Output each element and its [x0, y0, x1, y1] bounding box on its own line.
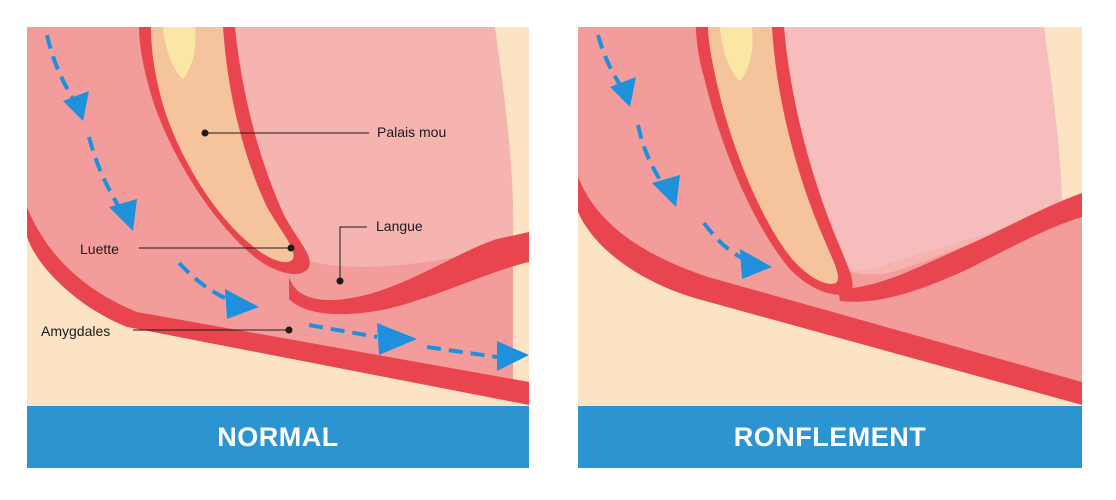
airflow-arrows [596, 34, 772, 279]
label-luette: Luette [80, 241, 119, 257]
tongue-outline [838, 193, 1082, 302]
airflow-arrows [45, 34, 529, 371]
soft-tissue [27, 27, 513, 407]
label-amygdales: Amygdales [41, 323, 111, 339]
label-langue: Langue [376, 218, 423, 234]
soft-palate-tissue [151, 27, 294, 263]
label-palais-mou: Palais mou [377, 124, 447, 140]
panel-ronflement: RONFLEMENT [578, 27, 1082, 468]
lower-background [27, 237, 529, 407]
snoring-airway-illustration [578, 27, 1082, 468]
label-leaders [133, 129, 369, 334]
pharynx-wall [578, 177, 1082, 405]
tongue [768, 27, 1062, 271]
normal-airway-illustration [27, 27, 529, 468]
bone-core [163, 27, 196, 79]
pharynx-wall [27, 207, 529, 405]
soft-palate-tissue [708, 27, 839, 284]
title-ronflement: RONFLEMENT [733, 421, 927, 452]
tongue-outline [289, 232, 529, 315]
panel-normal: Palais mou Langue Luette Amygdales NORMA… [27, 27, 529, 468]
bone-core [720, 27, 753, 81]
lower-background [578, 212, 1082, 407]
banner-ronflement: RONFLEMENT [578, 406, 1082, 468]
banner-normal: NORMAL [27, 406, 529, 468]
title-normal: NORMAL [217, 421, 339, 452]
